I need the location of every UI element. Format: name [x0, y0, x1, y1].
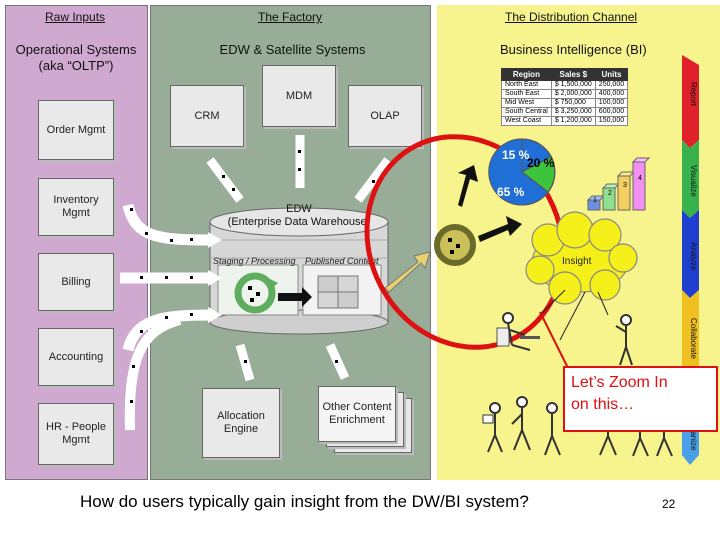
edw-title: EDW [286, 203, 312, 215]
allocation-engine-box: Allocation Engine [202, 388, 280, 458]
slide-question: How do users typically gain insight from… [80, 492, 529, 511]
ribbon-visualize-segment [682, 140, 699, 218]
flow-arrow-inventory [122, 203, 211, 246]
raw-inputs-subtitle: Operational Systems (aka “OLTP”) [15, 42, 137, 73]
crm-box: CRM [170, 85, 244, 147]
table-header-units: Units [594, 68, 629, 81]
bar-label-2: 2 [608, 190, 612, 197]
table-row: South Central $ 3,250,000 600,000 [501, 107, 629, 117]
flow-arrow-hr [124, 315, 182, 431]
table-row: West Coast $ 1,200,000 150,000 [501, 116, 629, 126]
table-header-sales: Sales $ [550, 68, 596, 81]
arrow-to-insight [478, 216, 522, 242]
page-number: 22 [662, 497, 676, 511]
arrow-crm-edw [206, 157, 244, 203]
pie-label-20: 20 % [527, 156, 555, 170]
ribbon-report-segment [682, 55, 699, 148]
arrow-to-pie [458, 165, 478, 207]
arrow-edw-to-bi [384, 251, 431, 293]
callout-line-2: on this… [571, 396, 635, 413]
callout-pointer [539, 311, 569, 369]
source-accounting: Accounting [38, 328, 114, 386]
zoom-callout: Let’s Zoom In on this… [563, 366, 718, 432]
insight-label: Insight [562, 256, 592, 267]
raw-inputs-panel [5, 5, 148, 480]
other-content-box: Other Content Enrichment [318, 386, 396, 442]
source-hr-people-mgmt: HR - People Mgmt [38, 403, 114, 465]
factory-title: The Factory [258, 10, 323, 24]
cycle-icon [434, 224, 476, 266]
olap-box: OLAP [348, 85, 422, 147]
mdm-box: MDM [262, 65, 336, 127]
distribution-title: The Distribution Channel [505, 10, 638, 24]
pie-label-65: 65 % [497, 185, 525, 199]
edw-subtitle: (Enterprise Data Warehouse) [227, 216, 371, 228]
ribbon-collaborate-segment [682, 290, 699, 388]
flow-arrow-accounting [122, 309, 211, 352]
bar-label-1: 1 [593, 197, 597, 204]
published-label: Published Content [305, 256, 379, 266]
highlight-circle [364, 134, 566, 350]
callout-line-1: Let’s Zoom In [571, 374, 668, 391]
table-cell: 150,000 [594, 116, 629, 126]
pie-chart-icon [488, 138, 556, 206]
source-order-mgmt: Order Mgmt [38, 100, 114, 160]
raw-inputs-title: Raw Inputs [45, 10, 106, 24]
insight-cloud-icon [525, 211, 638, 305]
staging-label: Staging / Processing [213, 256, 296, 266]
source-billing: Billing [38, 253, 114, 311]
source-inventory-mgmt: Inventory Mgmt [38, 178, 114, 236]
ribbon-analyze-segment [682, 210, 699, 298]
bar-label-4: 4 [638, 175, 642, 182]
bar-label-3: 3 [623, 182, 627, 189]
bi-sales-table: Region Sales $ Units North East $ 1,500,… [501, 68, 629, 126]
pie-label-15: 15 % [502, 148, 530, 162]
bar-chart-icon [586, 157, 651, 211]
factory-subtitle: EDW & Satellite Systems [219, 42, 366, 57]
distribution-subtitle: Business Intelligence (BI) [500, 42, 647, 57]
